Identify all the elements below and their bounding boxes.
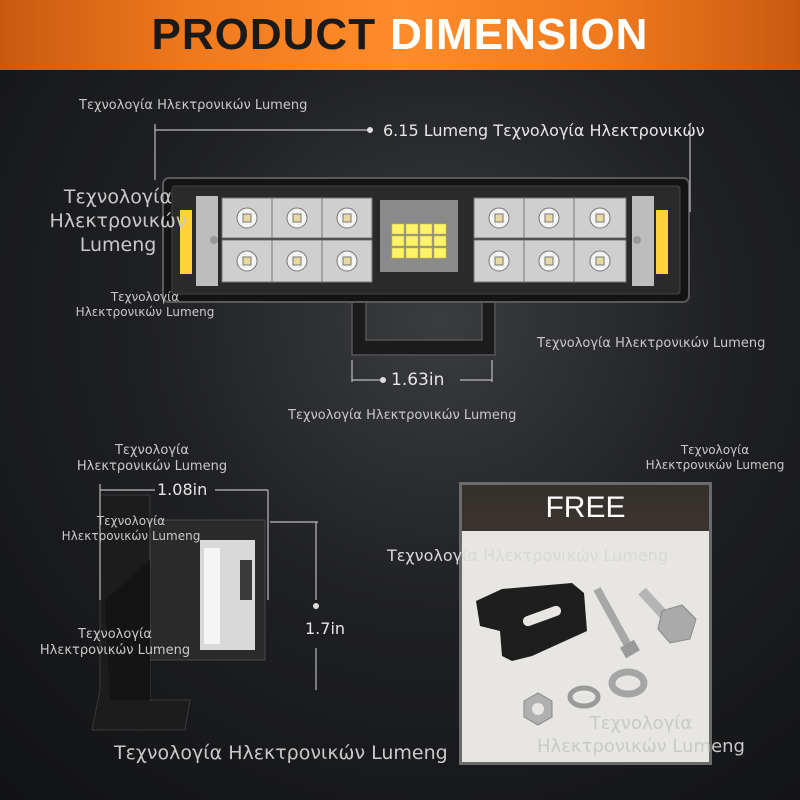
depth-dimension-label: 1.08in: [157, 480, 208, 499]
title-word-dimension: DIMENSION: [390, 10, 649, 59]
watermark-text: Τεχνολογία Ηλεκτρονικών Lumeng: [387, 546, 669, 565]
watermark-text: Τεχνολογία Ηλεκτρονικών Lumeng: [49, 186, 187, 256]
watermark-text: Τεχνολογία Ηλεκτρονικών Lumeng: [645, 443, 785, 472]
watermark-text: Τεχνολογία Ηλεκτρονικών Lumeng: [79, 98, 308, 113]
watermark-text: Τεχνολογία Ηλεκτρονικών Lumeng: [76, 443, 228, 475]
watermark-text: Τεχνολογία Ηλεκτρονικών Lumeng: [61, 514, 201, 543]
free-accessories-box: FREE: [459, 482, 712, 765]
mounting-hardware-image: [476, 583, 697, 726]
title-banner: PRODUCT DIMENSION: [0, 0, 800, 70]
free-label: FREE: [545, 491, 626, 524]
length-dimension-label: 6.15 Lumeng Τεχνολογία Ηλεκτρονικών: [383, 121, 705, 140]
height-dimension-label: 1.7in: [305, 619, 346, 638]
watermark-text: Τεχνολογία Ηλεκτρονικών Lumeng: [39, 627, 191, 659]
watermark-text: Τεχνολογία Ηλεκτρονικών Lumeng: [537, 336, 766, 351]
title-word-product: PRODUCT: [151, 10, 377, 59]
bracket-width-label: 1.63in: [391, 370, 445, 390]
watermark-text: Τεχνολογία Ηλεκτρονικών Lumeng: [288, 408, 517, 423]
watermark-text: Τεχνολογία Ηλεκτρονικών Lumeng: [114, 742, 448, 764]
watermark-text: Τεχνολογία Ηλεκτρονικών Lumeng: [537, 713, 745, 757]
free-box-header: FREE: [462, 485, 709, 531]
watermark-text: Τεχνολογία Ηλεκτρονικών Lumeng: [75, 290, 215, 319]
free-box-content: [462, 531, 709, 762]
